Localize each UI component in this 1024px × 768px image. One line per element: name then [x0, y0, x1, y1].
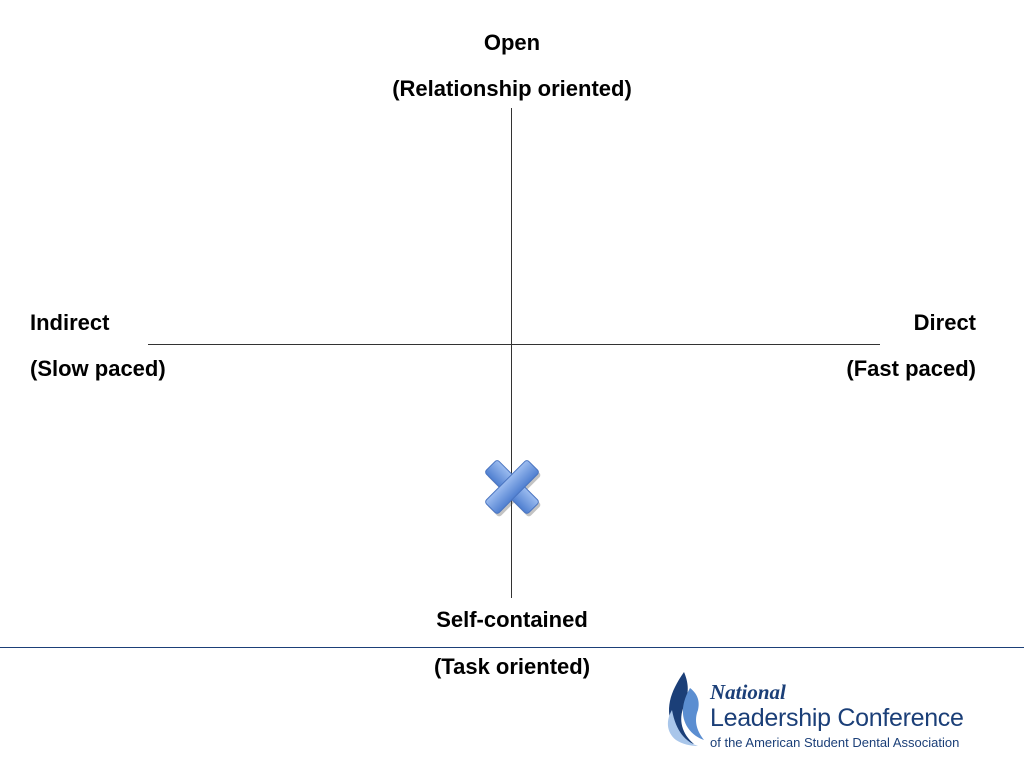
- top-label-title: Open: [483, 30, 541, 55]
- footer-divider: [0, 647, 1024, 648]
- right-label-subtitle: (Fast paced): [846, 356, 976, 381]
- top-label-subtitle: (Relationship oriented): [392, 76, 632, 101]
- bottom-label-title: Self-contained: [436, 607, 588, 632]
- flame-icon: [667, 672, 704, 746]
- bottom-label-subtitle: (Task oriented): [433, 654, 591, 679]
- left-label-subtitle: (Slow paced): [30, 356, 166, 381]
- horizontal-axis: [148, 344, 880, 345]
- logo-line-association: of the American Student Dental Associati…: [710, 735, 960, 750]
- logo-line-national: National: [710, 680, 786, 704]
- vertical-axis: [511, 108, 512, 598]
- nlc-logo: National Leadership Conference of the Am…: [660, 668, 1010, 758]
- logo-line-conference: Leadership Conference: [710, 704, 964, 732]
- right-label-title: Direct: [913, 310, 976, 335]
- x-cross-icon: [485, 460, 541, 517]
- left-label-title: Indirect: [30, 310, 110, 335]
